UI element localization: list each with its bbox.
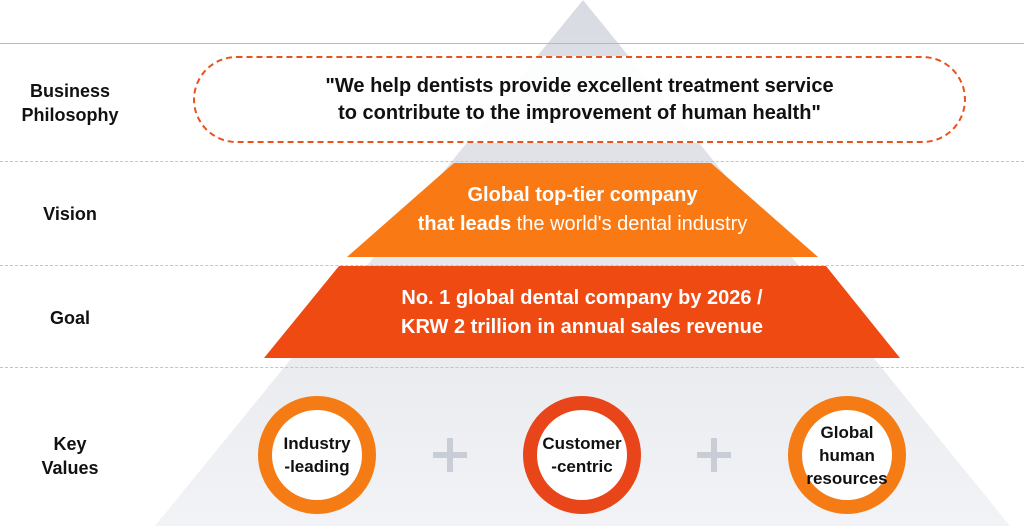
label-business-philosophy: Business Philosophy bbox=[0, 79, 140, 127]
label-vision: Vision bbox=[0, 202, 140, 226]
label-line: Philosophy bbox=[21, 105, 119, 125]
label-line: Values bbox=[41, 458, 99, 478]
divider-philosophy bbox=[0, 161, 1024, 162]
value-industry-leading: Industry -leading bbox=[258, 396, 376, 514]
vision-line-2-bold: that leads bbox=[417, 213, 512, 235]
value-customer-centric: Customer -centric bbox=[523, 396, 641, 514]
value-line: resources bbox=[806, 468, 888, 488]
value-global-human-resources: Global human resources bbox=[788, 396, 906, 514]
vision-text: Global top-tier company that leads the w… bbox=[347, 181, 818, 239]
value-line: -leading bbox=[284, 457, 350, 476]
value-line: Customer bbox=[542, 434, 622, 453]
label-line: Vision bbox=[43, 204, 97, 224]
value-line: human bbox=[819, 445, 875, 465]
vision-line-2-rest: the world's dental industry bbox=[511, 213, 748, 235]
philosophy-box: "We help dentists provide excellent trea… bbox=[193, 56, 966, 143]
label-line: Key bbox=[53, 434, 87, 454]
philosophy-line-2: to contribute to the improvement of huma… bbox=[338, 101, 821, 124]
pyramid-background bbox=[155, 0, 1010, 526]
value-line: Industry bbox=[283, 434, 351, 453]
plus-icon bbox=[697, 438, 731, 472]
label-line: Goal bbox=[49, 308, 90, 328]
divider-top bbox=[0, 43, 1024, 44]
divider-goal bbox=[0, 367, 1024, 368]
goal-line-2: KRW 2 trillion in annual sales revenue bbox=[401, 316, 763, 338]
value-line: Global bbox=[820, 422, 874, 442]
label-key-values: Key Values bbox=[0, 432, 140, 480]
plus-icon bbox=[433, 438, 467, 472]
goal-tier bbox=[264, 266, 900, 358]
vision-tier bbox=[347, 163, 818, 257]
divider-vision bbox=[0, 265, 1024, 266]
vision-line-2: that leads the world's dental industry bbox=[347, 210, 818, 239]
goal-line-1: No. 1 global dental company by 2026 / bbox=[401, 287, 763, 309]
value-line: -centric bbox=[551, 457, 613, 476]
label-goal: Goal bbox=[0, 306, 140, 330]
goal-text: No. 1 global dental company by 2026 / KR… bbox=[264, 284, 900, 342]
philosophy-line-1: "We help dentists provide excellent trea… bbox=[325, 74, 834, 97]
label-line: Business bbox=[29, 81, 111, 101]
vision-line-1: Global top-tier company bbox=[467, 184, 698, 206]
